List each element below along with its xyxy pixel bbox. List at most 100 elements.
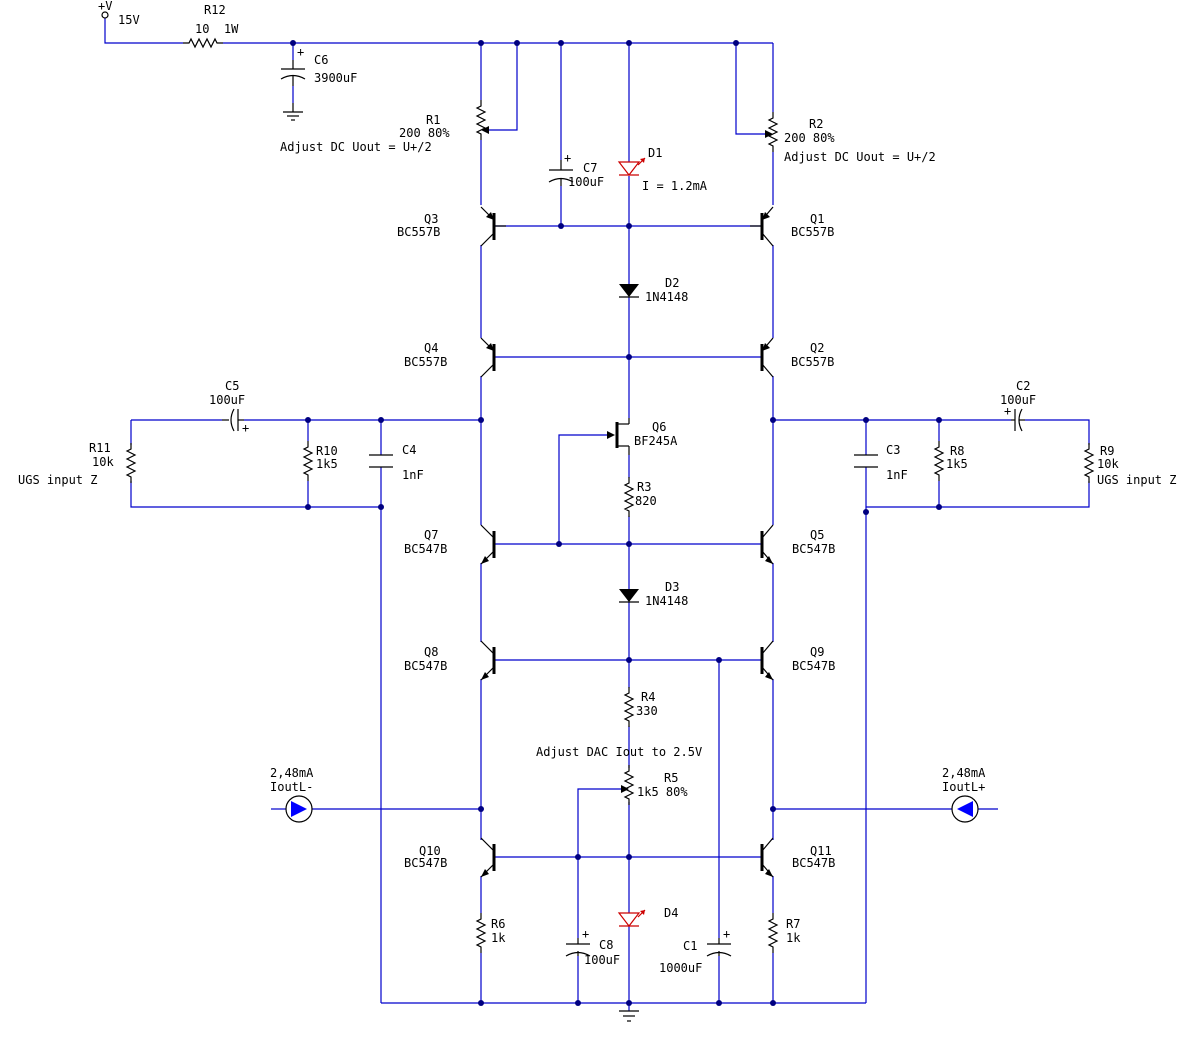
capacitor-c1: + C1 1000uF bbox=[659, 927, 732, 975]
svg-text:Q8: Q8 bbox=[424, 645, 438, 659]
svg-text:1k: 1k bbox=[491, 931, 506, 945]
transistor-q2: Q2 BC557B bbox=[760, 337, 834, 378]
svg-text:200 80%: 200 80% bbox=[784, 131, 835, 145]
svg-text:C5: C5 bbox=[225, 379, 239, 393]
ground-symbol-bottom bbox=[619, 1010, 639, 1022]
current-source-left: 2,48mA IoutL- bbox=[270, 766, 314, 823]
resistor-r3: R3 820 bbox=[624, 476, 657, 518]
svg-text:C7: C7 bbox=[583, 161, 597, 175]
svg-text:BC547B: BC547B bbox=[404, 542, 447, 556]
svg-text:BC557B: BC557B bbox=[404, 355, 447, 369]
potentiometer-r1: R1 200 80% Adjust DC Uout = U+/2 bbox=[280, 99, 489, 154]
svg-text:3900uF: 3900uF bbox=[314, 71, 357, 85]
svg-text:100uF: 100uF bbox=[568, 175, 604, 189]
svg-text:+: + bbox=[582, 927, 589, 941]
resistor-r9: R9 10k UGS input Z bbox=[1084, 442, 1176, 487]
svg-text:10k: 10k bbox=[1097, 457, 1119, 471]
svg-text:R8: R8 bbox=[950, 444, 964, 458]
svg-text:D4: D4 bbox=[664, 906, 678, 920]
svg-text:R6: R6 bbox=[491, 917, 505, 931]
svg-text:R11: R11 bbox=[89, 441, 111, 455]
svg-text:BC547B: BC547B bbox=[792, 856, 835, 870]
svg-text:BC557B: BC557B bbox=[791, 225, 834, 239]
svg-text:R4: R4 bbox=[641, 690, 655, 704]
svg-text:R2: R2 bbox=[809, 117, 823, 131]
capacitor-c8: + C8 100uF bbox=[565, 927, 620, 967]
svg-text:D1: D1 bbox=[648, 146, 662, 160]
svg-text:UGS input Z: UGS input Z bbox=[18, 473, 97, 487]
svg-text:I = 1.2mA: I = 1.2mA bbox=[642, 179, 708, 193]
current-source-right: 2,48mA IoutL+ bbox=[942, 766, 986, 823]
resistor-r8: R8 1k5 bbox=[934, 440, 968, 482]
svg-text:R1: R1 bbox=[426, 113, 440, 127]
potentiometer-r5: Adjust DAC Iout to 2.5V R5 1k5 80% bbox=[536, 745, 702, 806]
svg-text:200 80%: 200 80% bbox=[399, 126, 450, 140]
resistor-r12: R12 10 1W bbox=[182, 3, 239, 48]
svg-text:Q9: Q9 bbox=[810, 645, 824, 659]
svg-text:Adjust DAC Iout to 2.5V: Adjust DAC Iout to 2.5V bbox=[536, 745, 702, 759]
transistor-q5: Q5 BC547B bbox=[760, 524, 835, 565]
svg-text:Adjust DC Uout = U+/2: Adjust DC Uout = U+/2 bbox=[280, 140, 432, 154]
svg-text:10 1W: 10 1W bbox=[195, 22, 239, 36]
svg-text:R5: R5 bbox=[664, 771, 678, 785]
led-d4: D4 bbox=[617, 906, 678, 927]
resistor-r10: R10 1k5 bbox=[303, 440, 338, 482]
svg-text:UGS input Z: UGS input Z bbox=[1097, 473, 1176, 487]
svg-text:C6: C6 bbox=[314, 53, 328, 67]
svg-text:+V: +V bbox=[98, 0, 112, 13]
svg-text:Q2: Q2 bbox=[810, 341, 824, 355]
diode-d2: D2 1N4148 bbox=[619, 276, 688, 304]
svg-text:820: 820 bbox=[635, 494, 657, 508]
svg-text:2,48mA: 2,48mA bbox=[270, 766, 314, 780]
resistor-r11: R11 10k UGS input Z bbox=[18, 441, 136, 487]
svg-text:C3: C3 bbox=[886, 443, 900, 457]
svg-text:R9: R9 bbox=[1100, 444, 1114, 458]
svg-text:+: + bbox=[564, 151, 571, 165]
svg-text:BF245A: BF245A bbox=[634, 434, 678, 448]
resistor-r7: R7 1k bbox=[768, 912, 801, 954]
potentiometer-r2: R2 200 80% Adjust DC Uout = U+/2 bbox=[765, 111, 936, 164]
svg-text:BC557B: BC557B bbox=[397, 225, 440, 239]
svg-text:+: + bbox=[1004, 404, 1011, 418]
svg-text:C2: C2 bbox=[1016, 379, 1030, 393]
svg-text:+: + bbox=[723, 927, 730, 941]
svg-text:D2: D2 bbox=[665, 276, 679, 290]
svg-text:100uF: 100uF bbox=[1000, 393, 1036, 407]
svg-text:R10: R10 bbox=[316, 444, 338, 458]
resistor-r6: R6 1k bbox=[476, 912, 506, 954]
svg-text:D3: D3 bbox=[665, 580, 679, 594]
svg-text:2,48mA: 2,48mA bbox=[942, 766, 986, 780]
svg-text:Q5: Q5 bbox=[810, 528, 824, 542]
svg-text:R3: R3 bbox=[637, 480, 651, 494]
svg-text:1nF: 1nF bbox=[402, 468, 424, 482]
svg-text:1k5: 1k5 bbox=[946, 457, 968, 471]
svg-text:IoutL+: IoutL+ bbox=[942, 780, 985, 794]
transistor-q4: Q4 BC557B bbox=[404, 337, 496, 378]
resistor-r4: R4 330 bbox=[624, 686, 658, 728]
transistor-q10: Q10 BC547B bbox=[404, 837, 496, 878]
svg-text:Q3: Q3 bbox=[424, 212, 438, 226]
ground-symbol-top bbox=[283, 103, 303, 121]
svg-text:BC547B: BC547B bbox=[792, 542, 835, 556]
capacitor-c3: C3 1nF bbox=[854, 443, 908, 482]
supply-terminal: +V 15V bbox=[98, 0, 140, 27]
svg-text:1N4148: 1N4148 bbox=[645, 290, 688, 304]
svg-text:1k: 1k bbox=[786, 931, 801, 945]
transistor-q8: Q8 BC547B bbox=[404, 640, 496, 681]
jfet-q6: Q6 BF245A bbox=[607, 418, 678, 455]
svg-text:15V: 15V bbox=[118, 13, 140, 27]
svg-text:Q11: Q11 bbox=[810, 844, 832, 858]
svg-text:100uF: 100uF bbox=[584, 953, 620, 967]
svg-text:330: 330 bbox=[636, 704, 658, 718]
transistor-q1: Q1 BC557B bbox=[750, 206, 834, 247]
svg-text:1000uF: 1000uF bbox=[659, 961, 702, 975]
svg-text:Q7: Q7 bbox=[424, 528, 438, 542]
svg-text:100uF: 100uF bbox=[209, 393, 245, 407]
svg-text:+: + bbox=[297, 45, 304, 59]
svg-text:+: + bbox=[242, 421, 249, 435]
svg-text:1k5: 1k5 bbox=[316, 457, 338, 471]
svg-text:10k: 10k bbox=[92, 455, 114, 469]
capacitor-c6: + C6 3900uF bbox=[280, 45, 357, 86]
svg-text:R7: R7 bbox=[786, 917, 800, 931]
